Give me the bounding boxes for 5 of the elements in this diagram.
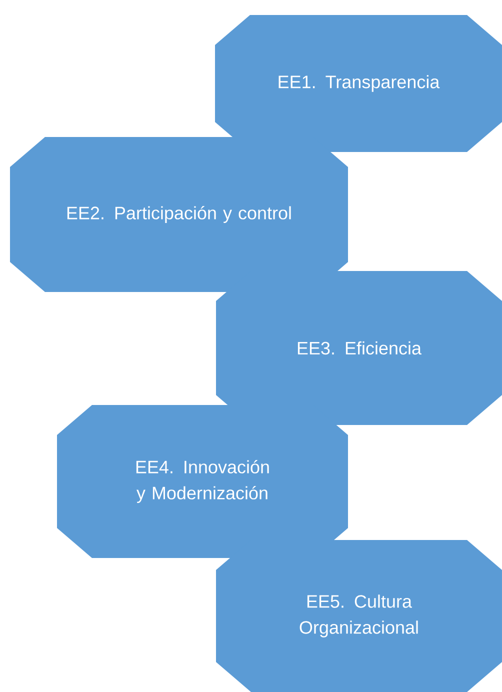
hexagon-box: EE4. Innovación y Modernización — [57, 405, 348, 558]
hexagon-box: EE2. Participación y control — [10, 137, 348, 292]
hexagon-box: EE3. Eficiencia — [216, 271, 502, 425]
hexagon-box: EE1. Transparencia — [215, 15, 502, 152]
hexagon-box: EE5. Cultura Organizacional — [216, 540, 502, 692]
